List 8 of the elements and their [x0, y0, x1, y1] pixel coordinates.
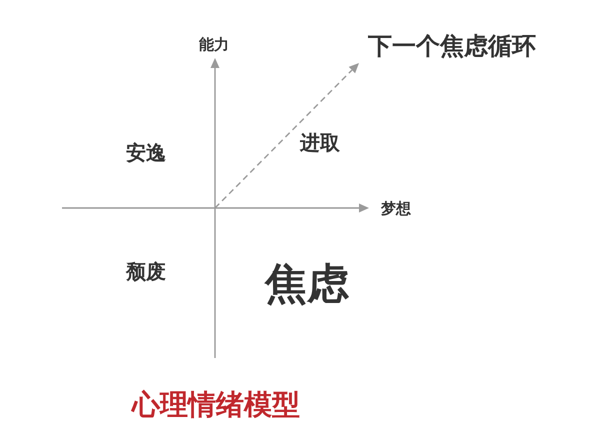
- annotation-label: 下一个焦虑循环: [368, 33, 536, 61]
- quadrant-label: 安逸: [126, 142, 166, 164]
- diagram-title: 心理情绪模型: [132, 388, 300, 422]
- quadrant-label: 进取: [300, 132, 340, 154]
- quadrant-label: 焦虑: [265, 260, 349, 308]
- axis-label: 梦想: [381, 200, 411, 218]
- axis-label: 能力: [199, 36, 229, 54]
- quadrant-label: 颓废: [126, 260, 166, 284]
